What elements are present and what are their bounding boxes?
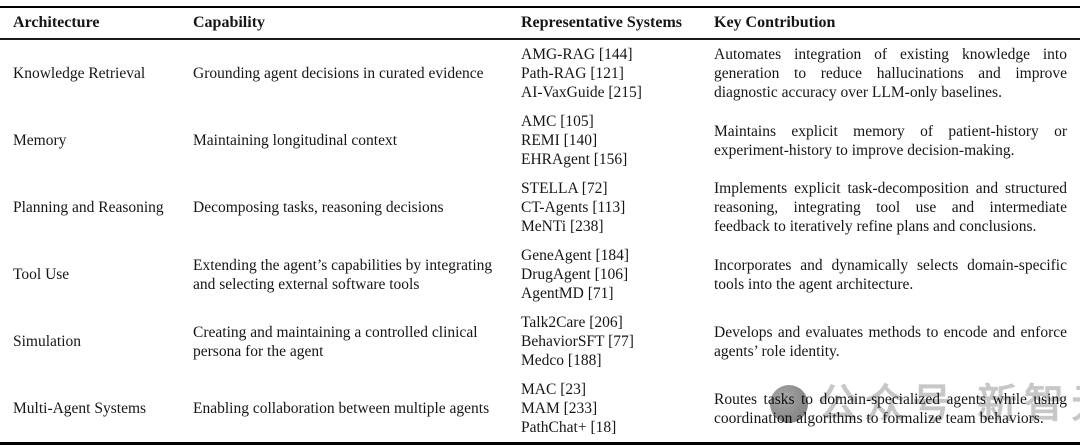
system-ref: Medco [188] bbox=[521, 352, 602, 369]
systems-cell: STELLA [72] CT-Agents [113] MeNTi [238] bbox=[521, 174, 714, 241]
architecture-cell: Multi-Agent Systems bbox=[13, 400, 147, 417]
system-ref: STELLA [72] bbox=[521, 180, 608, 197]
column-header-capability: Capability bbox=[193, 7, 521, 40]
table-row-memory: Memory Maintaining longitudinal context … bbox=[0, 107, 1080, 174]
architecture-cell: Knowledge Retrieval bbox=[13, 65, 146, 82]
table-row-tool-use: Tool Use Extending the agent’s capabilit… bbox=[0, 241, 1080, 308]
systems-cell: AMC [105] REMI [140] EHRAgent [156] bbox=[521, 107, 714, 174]
contribution-cell: Automates integration of existing knowle… bbox=[714, 46, 1067, 101]
system-ref: CT-Agents [113] bbox=[521, 199, 626, 216]
architecture-cell: Memory bbox=[13, 132, 67, 149]
architecture-cell: Tool Use bbox=[13, 266, 70, 283]
architecture-capability-table: Architecture Capability Representative S… bbox=[0, 6, 1080, 445]
table-row-knowledge-retrieval: Knowledge Retrieval Grounding agent deci… bbox=[0, 39, 1080, 107]
systems-cell: GeneAgent [184] DrugAgent [106] AgentMD … bbox=[521, 241, 714, 308]
system-ref: AgentMD [71] bbox=[521, 285, 614, 302]
systems-cell: AMG-RAG [144] Path-RAG [121] AI-VaxGuide… bbox=[521, 39, 714, 107]
system-ref: Talk2Care [206] bbox=[521, 314, 623, 331]
systems-cell: Talk2Care [206] BehaviorSFT [77] Medco [… bbox=[521, 308, 714, 375]
system-ref: AI-VaxGuide [215] bbox=[521, 84, 642, 101]
column-header-key-contribution: Key Contribution bbox=[714, 7, 1080, 40]
capability-cell: Grounding agent decisions in curated evi… bbox=[193, 65, 484, 82]
contribution-cell: Develops and evaluates methods to encode… bbox=[714, 323, 1067, 360]
table-row-planning-and-reasoning: Planning and Reasoning Decomposing tasks… bbox=[0, 174, 1080, 241]
architecture-cell: Planning and Reasoning bbox=[13, 199, 164, 216]
column-header-representative-systems: Representative Systems bbox=[521, 7, 714, 40]
table-row-multi-agent-systems: Multi-Agent Systems Enabling collaborati… bbox=[0, 375, 1080, 444]
contribution-cell: Routes tasks to domain-specialized agent… bbox=[714, 390, 1067, 427]
system-ref: DrugAgent [106] bbox=[521, 266, 629, 283]
systems-cell: MAC [23] MAM [233] PathChat+ [18] bbox=[521, 375, 714, 444]
system-ref: AMG-RAG [144] bbox=[521, 46, 633, 63]
table-row-simulation: Simulation Creating and maintaining a co… bbox=[0, 308, 1080, 375]
system-ref: GeneAgent [184] bbox=[521, 247, 630, 264]
architecture-cell: Simulation bbox=[13, 333, 82, 350]
system-ref: Path-RAG [121] bbox=[521, 65, 624, 82]
capability-cell: Decomposing tasks, reasoning decisions bbox=[193, 199, 444, 216]
capability-cell: Extending the agent’s capabilities by in… bbox=[193, 256, 493, 293]
capability-cell: Creating and maintaining a controlled cl… bbox=[193, 323, 478, 360]
contribution-cell: Maintains explicit memory of patient-his… bbox=[714, 122, 1067, 159]
table-header: Architecture Capability Representative S… bbox=[0, 7, 1080, 40]
column-header-architecture: Architecture bbox=[0, 7, 193, 40]
contribution-cell: Implements explicit task-decomposition a… bbox=[714, 180, 1067, 235]
capability-cell: Maintaining longitudinal context bbox=[193, 132, 398, 149]
system-ref: PathChat+ [18] bbox=[521, 419, 617, 436]
system-ref: EHRAgent [156] bbox=[521, 151, 628, 168]
system-ref: BehaviorSFT [77] bbox=[521, 333, 634, 350]
system-ref: AMC [105] bbox=[521, 113, 594, 130]
system-ref: MAC [23] bbox=[521, 381, 587, 398]
system-ref: MeNTi [238] bbox=[521, 218, 604, 235]
system-ref: MAM [233] bbox=[521, 400, 598, 417]
system-ref: REMI [140] bbox=[521, 132, 598, 149]
contribution-cell: Incorporates and dynamically selects dom… bbox=[714, 256, 1067, 293]
capability-cell: Enabling collaboration between multiple … bbox=[193, 400, 490, 417]
